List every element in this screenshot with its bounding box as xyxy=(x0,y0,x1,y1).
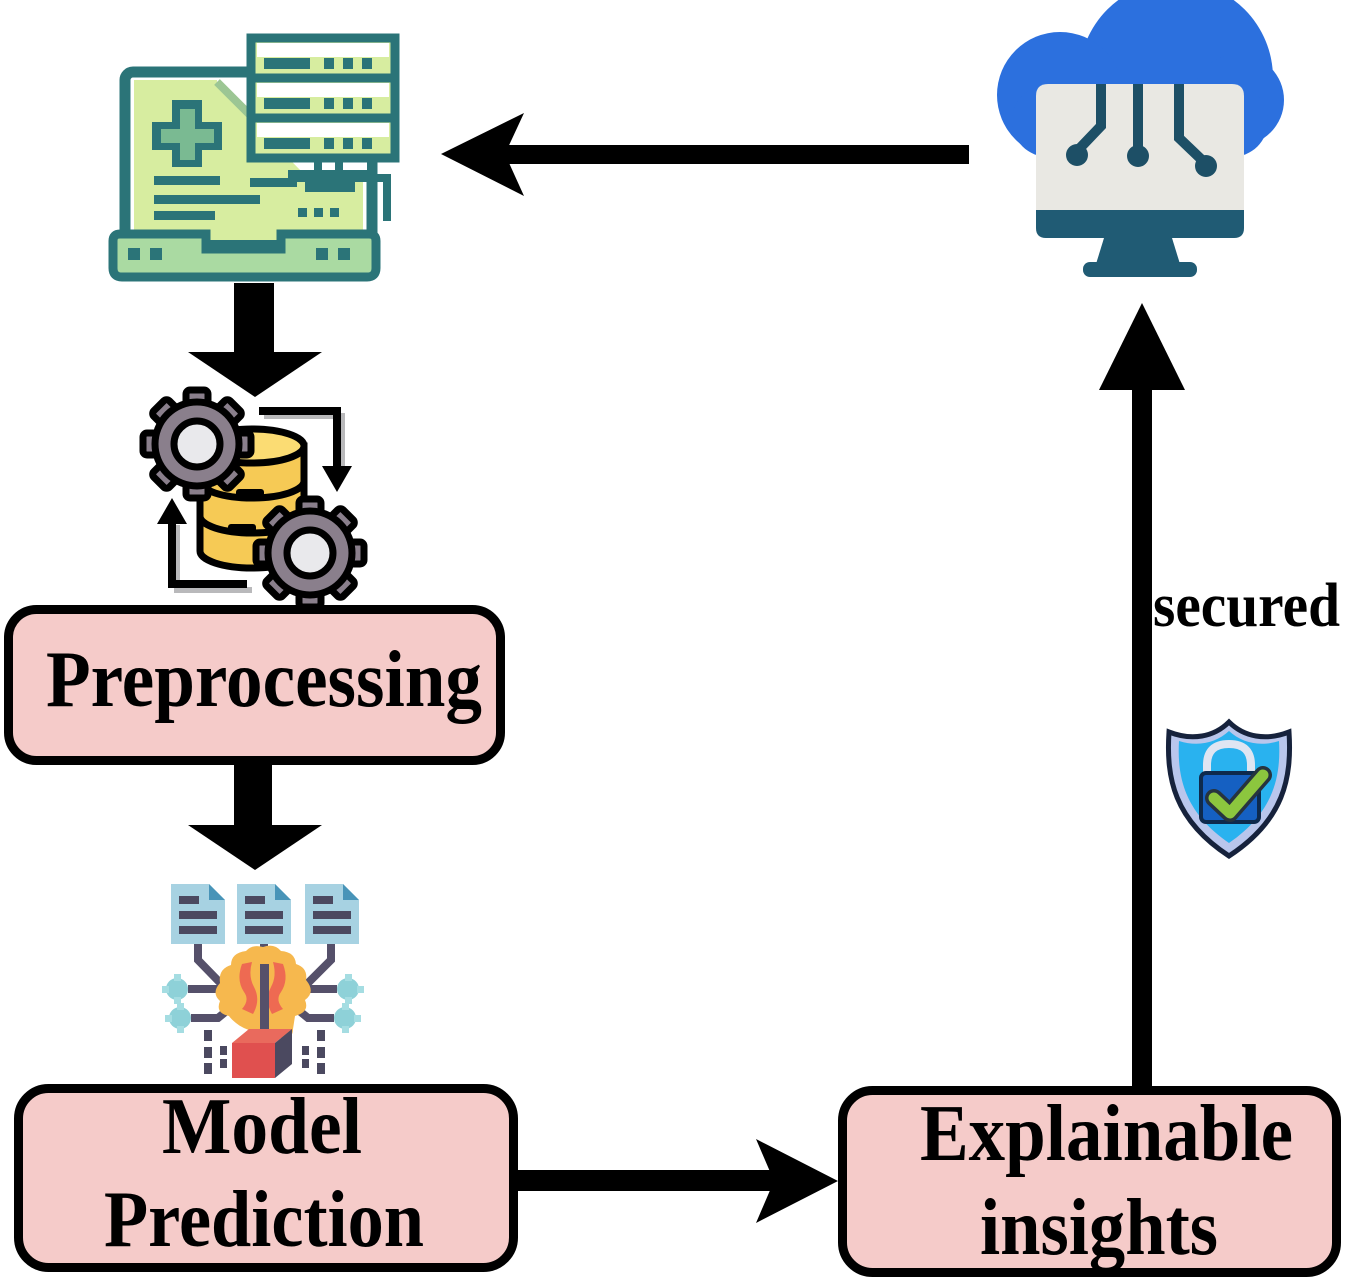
svg-text:Explainable: Explainable xyxy=(920,1090,1293,1178)
svg-text:insights: insights xyxy=(980,1184,1218,1272)
svg-text:secured: secured xyxy=(1153,572,1340,640)
svg-text:Prediction: Prediction xyxy=(104,1176,424,1264)
svg-text:Preprocessing: Preprocessing xyxy=(46,636,482,724)
svg-text:Model: Model xyxy=(162,1083,362,1171)
